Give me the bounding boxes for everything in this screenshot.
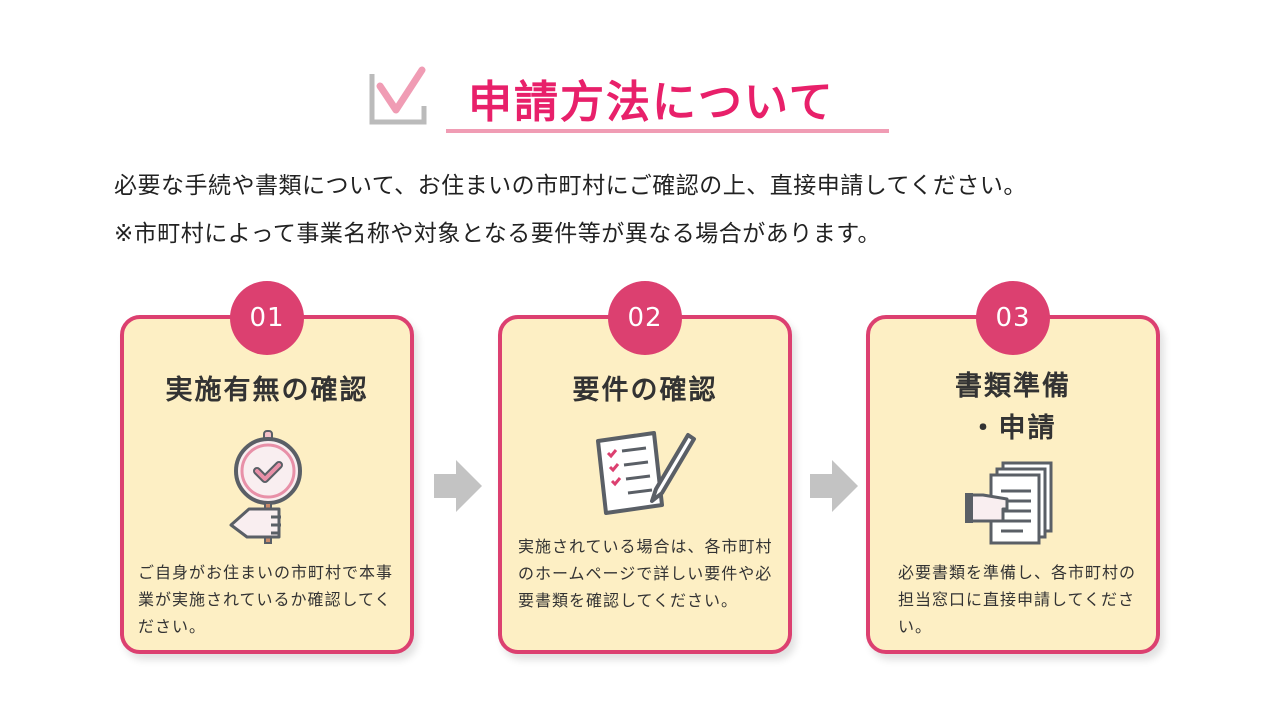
- step-title: 要件の確認: [572, 375, 718, 406]
- step-number-badge: 02: [608, 281, 682, 355]
- checkbox-icon: [369, 66, 427, 125]
- step-description: 必要書類を準備し、各市町村の担当窓口に直接申請してください。: [898, 563, 1137, 636]
- title-underline: [446, 129, 889, 133]
- page-title: 申請方法について: [468, 77, 835, 128]
- arrow-right-icon: [434, 460, 482, 512]
- step-card-2: 02 要件の確認 実施されている場合は、各市町村のホームページで詳しい要件や必要…: [498, 281, 792, 654]
- step-number-badge: 01: [230, 281, 304, 355]
- intro-line-1: 必要な手続や書類について、お住まいの市町村にご確認の上、直接申請してください。: [114, 173, 1027, 199]
- step-description: 実施されている場合は、各市町村のホームページで詳しい要件や必要書類を確認してくだ…: [518, 537, 773, 610]
- step-card-3: 03 書類準備 ・申請 必要書類を準備し、各市町村の担当窓口に直接申請してくださ…: [866, 281, 1160, 654]
- step-title-line-1: 書類準備: [955, 371, 1071, 402]
- step-description: ご自身がお住まいの市町村で本事業が実施されているか確認してください。: [138, 563, 394, 636]
- step-number-badge: 03: [976, 281, 1050, 355]
- arrow-right-icon: [810, 460, 858, 512]
- intro-line-2: ※市町村によって事業名称や対象となる要件等が異なる場合があります。: [114, 221, 881, 247]
- checklist-pen-icon: [596, 431, 696, 515]
- magnifier-check-icon: [229, 430, 302, 544]
- step-title: 実施有無の確認: [165, 375, 369, 406]
- step-title-line-2: ・申請: [969, 413, 1057, 444]
- documents-hand-icon: [965, 461, 1053, 545]
- step-card-1: 01 実施有無の確認 ご自身がお住まいの市町村で本事業が実施されているか確認して…: [120, 281, 414, 654]
